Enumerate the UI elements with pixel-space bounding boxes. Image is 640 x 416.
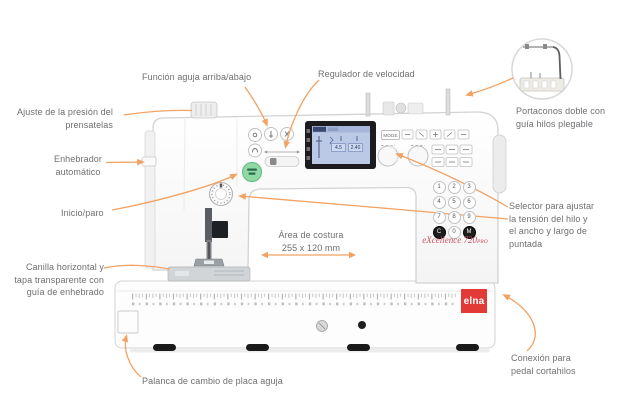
- bobbin-winder: [382, 101, 395, 116]
- adjustment-knobs: [377, 145, 429, 167]
- leader-selector-dial: [238, 193, 509, 220]
- lock-stitch-icon: [252, 132, 258, 138]
- speed-slider: [264, 150, 300, 167]
- leader-threader: [105, 158, 145, 166]
- needle-plate-lever-outline: [117, 310, 139, 334]
- pedal-connector-dot: [358, 321, 366, 329]
- brand-name: eXcellence 720: [422, 235, 477, 245]
- tension-dial: [208, 181, 234, 207]
- callout-start-stop: Inicio/paro: [61, 208, 104, 218]
- machine-base: [114, 280, 496, 351]
- leader-start-stop: [111, 173, 238, 211]
- leader-spool: [465, 77, 514, 97]
- start-stop-button: [242, 162, 262, 182]
- leader-selector-knobs: [395, 153, 509, 208]
- base-ruler: [132, 293, 457, 309]
- spool-pins: [365, 88, 451, 117]
- sewing-area-arrowhead-left: [261, 251, 268, 259]
- pressure-adjustment-knob: [190, 101, 218, 119]
- head-function-buttons: [248, 127, 294, 158]
- handwheel: [492, 134, 507, 194]
- callout-threader: Enhebrador automático: [53, 154, 103, 177]
- needle-updown-icon: [269, 131, 273, 138]
- leader-pedal: [502, 294, 536, 352]
- needle-threader-lever: [141, 156, 157, 167]
- leader-lines: [103, 77, 536, 378]
- keypad-key-memory: M: [462, 225, 476, 239]
- thread-stand-inset: [511, 38, 573, 100]
- callout-selector: Selector para ajustar la tensión del hil…: [509, 201, 595, 249]
- machine-brand: eXcellence 720PRO: [407, 235, 503, 245]
- keypad-key-5: 5: [447, 195, 461, 209]
- floor-shadow: [130, 349, 490, 353]
- needle-assembly: [193, 208, 228, 267]
- callout-speed: Regulador de velocidad: [318, 69, 415, 79]
- keypad-key-3: 3: [462, 180, 476, 194]
- needle-plate: [167, 266, 251, 282]
- keypad-key-7: 7: [432, 210, 446, 224]
- keypad-key-clear: C: [432, 225, 446, 239]
- mode-button: MODE: [381, 130, 400, 140]
- keypad-key-8: 8: [447, 210, 461, 224]
- callout-plate-lever: Palanca de cambio de placa aguja: [142, 376, 283, 386]
- callout-bobbin: Canilla horizontal y tapa transparente c…: [14, 262, 104, 297]
- lcd-stitch-width-value: 4.5: [331, 143, 346, 152]
- sewing-area-arrowhead-right: [349, 251, 356, 259]
- elna-logo: elna: [461, 289, 487, 313]
- callout-spool: Portaconos doble con guía hilos plegable: [516, 106, 606, 129]
- keypad-key-0: 0: [447, 225, 461, 239]
- keypad-key-9: 9: [462, 210, 476, 224]
- callout-pedal: Conexión para pedal cortahilos: [511, 353, 576, 376]
- callout-sewing-area: Área de costura 255 x 120 mm: [278, 230, 344, 253]
- keypad-key-4: 4: [432, 195, 446, 209]
- leader-plate-lever: [121, 334, 142, 378]
- keypad-key-2: 2: [447, 180, 461, 194]
- leader-speed: [283, 79, 320, 149]
- lcd-stitch-length-value: 2.40: [348, 143, 363, 152]
- callout-needle-updown: Función aguja arriba/abajo: [142, 72, 252, 82]
- leader-bobbin: [103, 264, 171, 270]
- slider-knob: [270, 158, 277, 165]
- brand-suffix: PRO: [477, 239, 488, 245]
- leader-pressure: [123, 109, 193, 116]
- leader-needle-updown: [244, 86, 268, 127]
- function-button-glyphs: [405, 132, 469, 163]
- callout-pressure: Ajuste de la presión del prensatelas: [17, 107, 113, 130]
- keypad-key-1: 1: [432, 180, 446, 194]
- keypad-key-6: 6: [462, 195, 476, 209]
- reverse-stitch-icon: [252, 148, 258, 153]
